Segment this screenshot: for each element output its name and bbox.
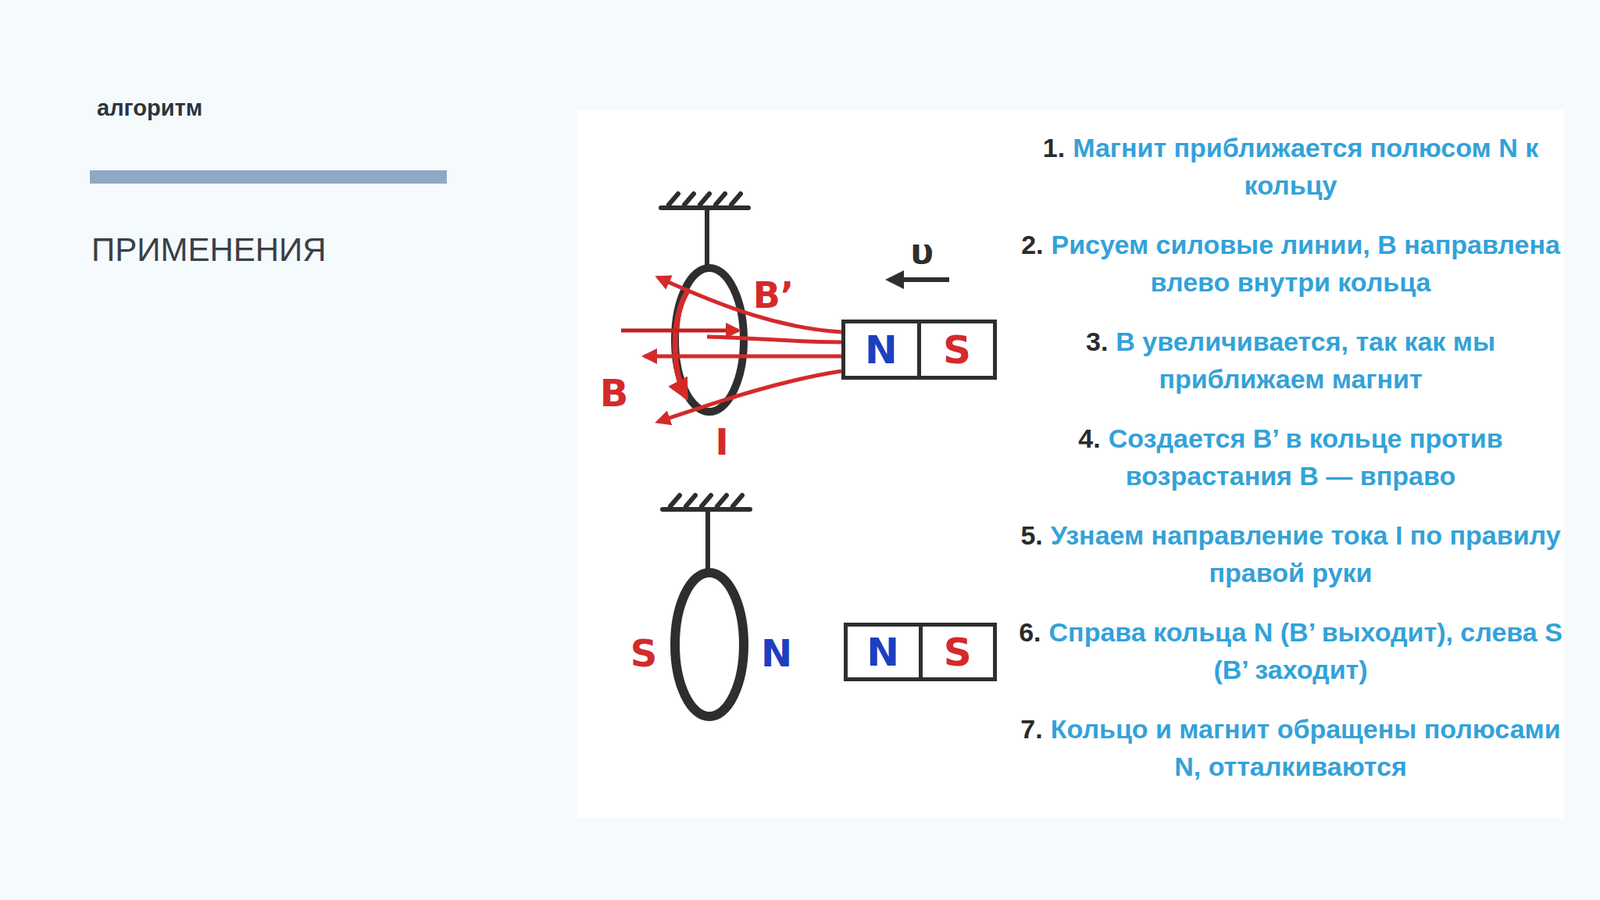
step-item: 3.В увеличивается, так как мы приближаем…	[1009, 322, 1572, 398]
accent-bar	[89, 170, 447, 184]
step-text: Кольцо и магнит обращены полюсами N, отт…	[1050, 714, 1561, 782]
field-label: B	[600, 374, 629, 412]
step-number: 4.	[1078, 423, 1100, 454]
current-label: I	[714, 424, 729, 461]
field-label: B’	[753, 277, 795, 314]
step-number: 7.	[1020, 714, 1043, 744]
step-number: 5.	[1020, 520, 1043, 550]
magnet-pole: S	[917, 323, 993, 376]
magnet-pole: S	[918, 626, 994, 678]
step-text: В увеличивается, так как мы приближаем м…	[1115, 326, 1496, 394]
step-text: Справа кольца N (В’ выходит), слева S (В…	[1049, 617, 1563, 685]
velocity-label: υ	[910, 234, 934, 269]
step-number: 2.	[1021, 229, 1043, 260]
step-number: 3.	[1085, 326, 1108, 357]
step-item: 2.Рисуем силовые линии, В направлена вле…	[1009, 225, 1572, 301]
ring	[675, 572, 744, 717]
step-text: Узнаем направление тока I по правилу пра…	[1050, 520, 1561, 588]
velocity-arrow	[889, 277, 950, 283]
pole-label: S	[630, 634, 658, 672]
step-number: 1.	[1042, 132, 1065, 163]
ceiling	[662, 495, 750, 572]
step-text: Рисуем силовые линии, В направлена влево…	[1050, 229, 1560, 297]
step-text: Создается В’ в кольце против возрастания…	[1108, 423, 1504, 491]
panel	[576, 110, 1565, 818]
field-lines	[644, 277, 842, 422]
magnet-pole: N	[847, 626, 919, 678]
step-item: 5.Узнаем направление тока I по правилу п…	[1009, 516, 1572, 592]
step-item: 7.Кольцо и магнит обращены полюсами N, о…	[1009, 710, 1572, 786]
pole-label: N	[760, 634, 793, 672]
magnet-box: NS	[843, 622, 997, 682]
step-item: 1.Магнит приближается полюсом N к кольцу	[1009, 128, 1572, 204]
ceiling	[660, 193, 749, 267]
induced-field-arrow	[621, 328, 739, 333]
step-item: 4. Создается В’ в кольце против возрастан…	[1009, 419, 1572, 495]
step-item: 6. Справа кольца N (В’ выходит), слева S …	[1009, 613, 1572, 689]
magnet-pole: N	[845, 323, 918, 376]
step-text: Магнит приближается полюсом N к кольцу	[1072, 132, 1539, 200]
section-label: алгоритм	[96, 95, 203, 122]
magnet-box: NS	[841, 319, 997, 380]
step-number: 6.	[1018, 617, 1041, 647]
slide-title: ПРИМЕНЕНИЯ	[91, 231, 327, 269]
